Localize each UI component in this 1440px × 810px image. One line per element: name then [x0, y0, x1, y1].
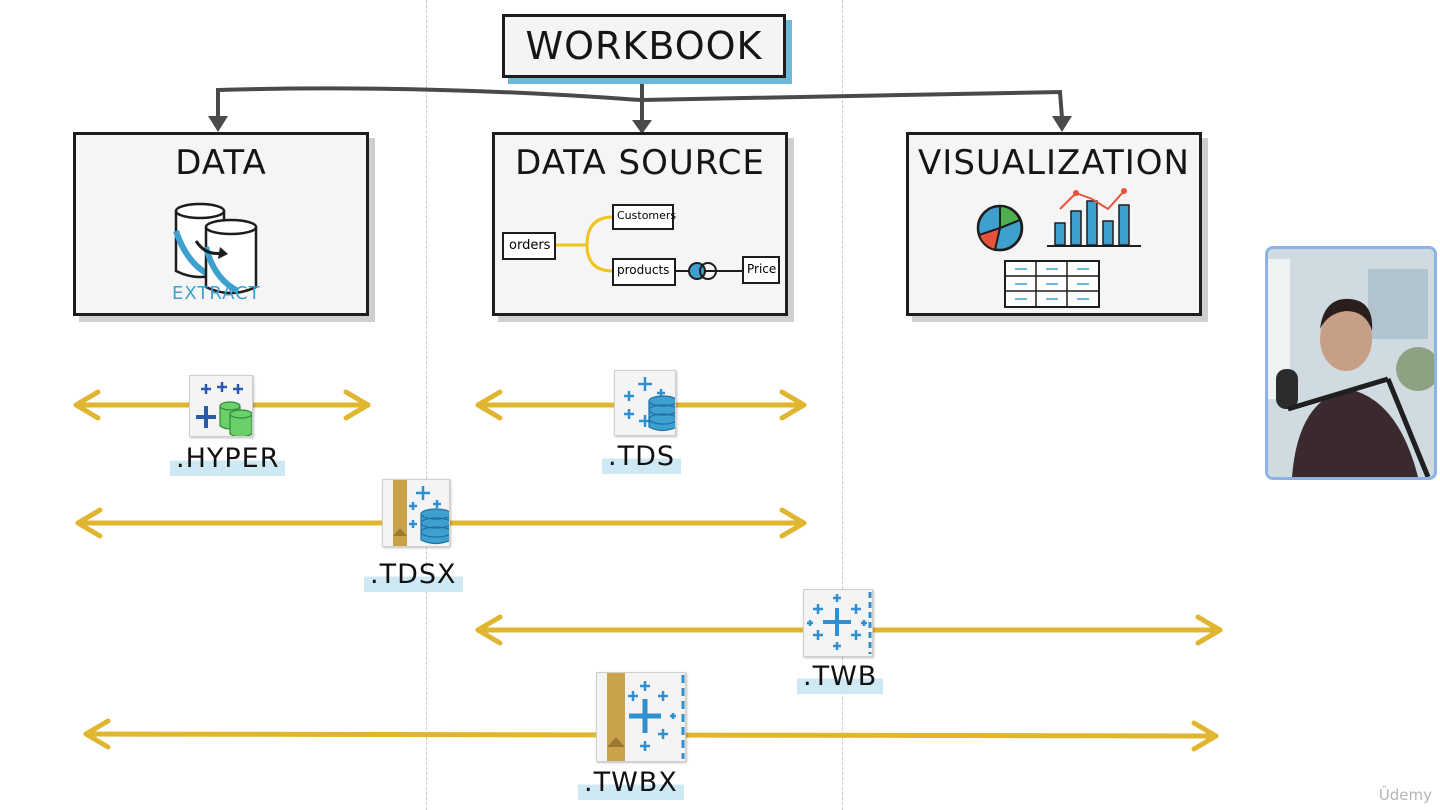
products-label: products	[617, 263, 670, 277]
tds-file-icon	[614, 370, 678, 436]
products-table-box	[612, 258, 676, 286]
workbook-title: WORKBOOK	[502, 14, 786, 78]
data-source-panel: DATA SOURCE orders Customers products Pr…	[492, 132, 788, 316]
data-panel-title: DATA	[175, 143, 267, 183]
price-table-box	[742, 256, 780, 284]
data-panel: DATA EXTRACT	[73, 132, 369, 316]
visualization-panel-title: VISUALIZATION	[918, 143, 1190, 183]
twbx-file-icon	[596, 672, 686, 762]
orders-label: orders	[509, 238, 551, 253]
customers-label: Customers	[617, 209, 677, 222]
column-divider-left	[426, 0, 427, 810]
twbx-label: .TWBX	[578, 766, 684, 800]
hyper-file-icon	[189, 375, 253, 438]
tdsx-file-icon	[382, 479, 452, 547]
visualization-panel: VISUALIZATION	[906, 132, 1202, 316]
orders-table-box	[502, 232, 556, 260]
column-divider-right	[842, 0, 843, 810]
tds-label: .TDS	[602, 440, 682, 474]
extract-label: EXTRACT	[172, 283, 261, 304]
tdsx-label: .TDSX	[364, 558, 463, 592]
table-icon	[1004, 260, 1100, 308]
extract-database-icon	[173, 202, 258, 295]
presenter-webcam	[1265, 246, 1437, 480]
data-source-panel-title: DATA SOURCE	[515, 143, 765, 183]
customers-table-box	[612, 204, 674, 230]
pie-chart-icon	[976, 204, 1024, 252]
hyper-label: .HYPER	[170, 442, 286, 476]
price-label: Price	[747, 262, 777, 276]
twb-file-icon	[803, 589, 873, 657]
data-model-diagram	[502, 204, 780, 286]
twb-label: .TWB	[797, 660, 884, 694]
bar-chart-icon	[1047, 188, 1141, 247]
udemy-watermark: Ûdemy	[1378, 786, 1432, 804]
